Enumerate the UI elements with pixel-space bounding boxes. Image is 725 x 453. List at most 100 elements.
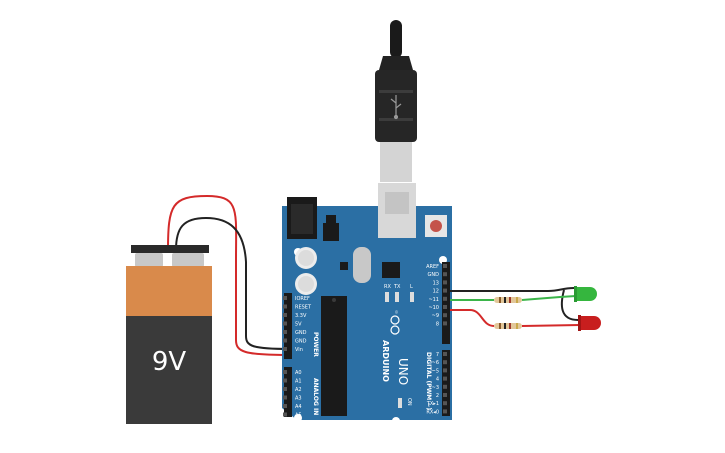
battery-top-wrap <box>126 266 212 316</box>
wire-green-led[interactable] <box>521 295 577 301</box>
header-pin[interactable] <box>283 378 287 383</box>
usb-cable[interactable] <box>375 20 417 182</box>
header-pin[interactable] <box>443 321 447 326</box>
header-pin[interactable] <box>443 272 447 277</box>
header-pin[interactable] <box>443 305 447 309</box>
header-pin[interactable] <box>443 313 447 318</box>
power-header[interactable] <box>284 293 292 359</box>
analog-header[interactable] <box>284 367 292 417</box>
header-pin[interactable] <box>283 370 287 374</box>
led-green[interactable] <box>574 286 597 302</box>
pin-label: 7 <box>436 352 439 358</box>
rx-label: RX <box>384 284 391 290</box>
wire-gnd-led-red[interactable] <box>560 289 579 321</box>
l-label: L <box>410 284 413 290</box>
on-led <box>398 398 402 408</box>
resistor-red-led[interactable] <box>494 323 522 329</box>
header-pin[interactable] <box>443 368 447 373</box>
header-pin[interactable] <box>443 401 447 406</box>
header-pin[interactable] <box>443 393 447 397</box>
wire-red-led[interactable] <box>521 324 581 327</box>
pin-label: 4 <box>436 377 439 383</box>
header-pin[interactable] <box>443 409 447 414</box>
header-pin[interactable] <box>443 360 447 365</box>
arduino-uno-board[interactable]: RX TX L ON ∞ ARDUINO UNO IOREFRESET3.3V5… <box>282 183 452 425</box>
digital-header-top[interactable] <box>442 262 450 344</box>
mount-hole <box>294 414 302 422</box>
rx-led <box>385 292 389 302</box>
pin-label: ~11 <box>428 297 439 303</box>
usb-cable-strain-relief <box>390 20 402 58</box>
tx-led <box>395 292 399 302</box>
header-pin[interactable] <box>283 330 287 334</box>
resistor-green-led[interactable] <box>494 297 522 303</box>
header-pin[interactable] <box>443 384 447 389</box>
header-pin[interactable] <box>443 296 447 301</box>
header-pin[interactable] <box>283 395 287 400</box>
arduino-model-label: UNO <box>396 358 410 385</box>
mount-hole <box>392 417 400 425</box>
usb-plug-metal <box>380 142 412 182</box>
header-pin[interactable] <box>283 296 287 300</box>
battery-9v[interactable]: 9V <box>126 245 212 424</box>
on-label: ON <box>406 398 412 406</box>
header-pin[interactable] <box>283 304 287 309</box>
voltage-regulator-tab <box>326 215 336 223</box>
pin-label: ~6 <box>432 360 439 366</box>
header-pin[interactable] <box>443 264 447 268</box>
pin-label: 13 <box>433 280 439 286</box>
usb-icon <box>390 95 402 120</box>
pin-label: 3.3V <box>295 313 307 319</box>
wire-black-battery[interactable] <box>175 216 291 350</box>
wire-red-pin12[interactable] <box>450 309 495 327</box>
header-pin[interactable] <box>443 352 447 356</box>
atmega-chip <box>321 296 347 416</box>
header-pin[interactable] <box>443 288 447 293</box>
pin-label: 8 <box>436 321 439 327</box>
header-pin[interactable] <box>283 404 287 408</box>
pin-label: 12 <box>433 289 439 295</box>
arduino-brand-label: ARDUINO <box>381 340 390 382</box>
pin-label: 2 <box>436 393 439 399</box>
pin-label: A0 <box>295 370 302 376</box>
pin-label: ~10 <box>428 305 439 311</box>
digital-header-label: DIGITAL (PWM ~) <box>425 352 432 410</box>
pin-label: ~3 <box>432 385 439 391</box>
wire-gnd-led[interactable] <box>450 287 575 292</box>
pin-label: GND <box>295 330 307 336</box>
usb-chip <box>382 262 400 278</box>
pin-label: RX◂0 <box>426 409 439 415</box>
pin-label: A2 <box>295 387 302 393</box>
usb-plug-neck <box>379 56 413 70</box>
digital-header-bottom[interactable] <box>442 350 450 416</box>
header-pin[interactable] <box>443 280 447 285</box>
wire-red-battery[interactable] <box>167 194 291 356</box>
pin-label: ~9 <box>432 313 439 319</box>
header-pin[interactable] <box>283 412 287 417</box>
analog-header-label: ANALOG IN <box>312 378 319 415</box>
battery-body <box>126 316 212 424</box>
header-pin[interactable] <box>443 376 447 381</box>
pin-label: IOREF <box>295 296 310 302</box>
pin-label: AREF <box>426 264 439 270</box>
led-red[interactable] <box>578 315 601 331</box>
header-pin[interactable] <box>283 387 287 391</box>
header-pin[interactable] <box>283 321 287 326</box>
reset-button-cap <box>430 220 442 232</box>
tx-label: TX <box>393 284 401 290</box>
smd-component <box>340 262 348 270</box>
pin-label: GND <box>428 272 440 278</box>
pin-label: 5V <box>295 322 302 328</box>
pin-label: TX▸1 <box>426 401 439 407</box>
header-pin[interactable] <box>283 313 287 317</box>
header-pin[interactable] <box>283 338 287 343</box>
battery-terminal-negative <box>172 253 204 267</box>
pin-label: A5 <box>295 413 302 419</box>
header-pin[interactable] <box>283 347 287 351</box>
voltage-regulator <box>323 223 339 241</box>
pin-label: A4 <box>295 404 302 410</box>
pin-label: A1 <box>295 379 302 385</box>
